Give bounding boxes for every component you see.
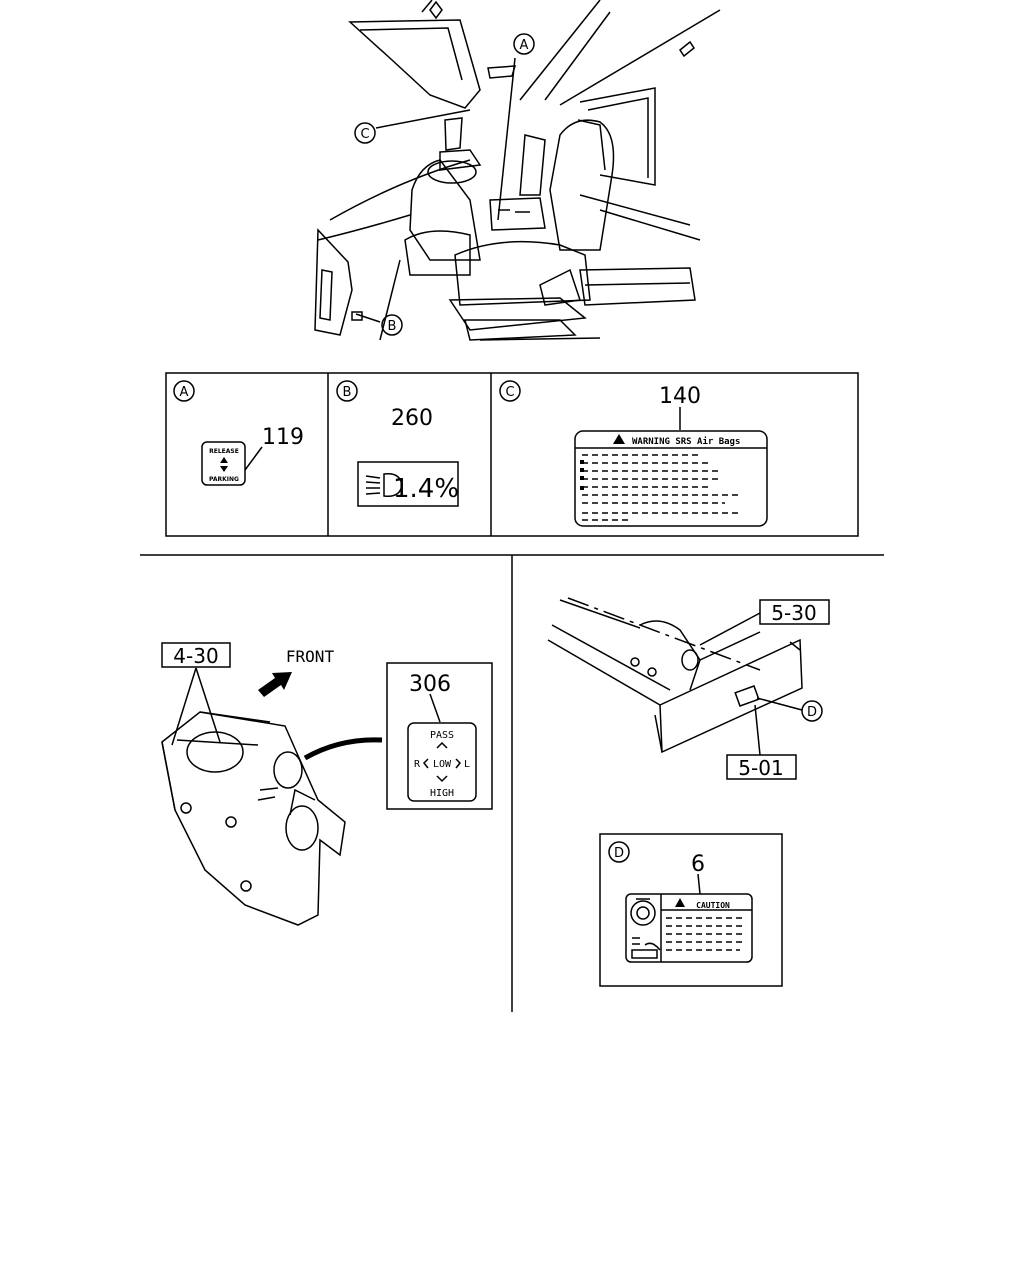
ref-box-5-30 xyxy=(759,599,830,625)
detail-306-part-number: 306 xyxy=(409,672,451,697)
ref-5-30-text: 5-30 xyxy=(771,601,816,625)
r-letter: R xyxy=(414,759,421,770)
panel-c-callout: C xyxy=(505,385,514,400)
panel-d-callout: D xyxy=(614,846,624,861)
pass-text: PASS xyxy=(430,730,454,741)
cab-interior-illustration xyxy=(314,0,721,341)
panel-d: D 6 CAUTION xyxy=(599,833,783,987)
callout-a-text: A xyxy=(520,38,529,53)
caution-label xyxy=(625,893,753,963)
caution-triangle-icon xyxy=(675,898,685,907)
panel-b: B 260 1.4% xyxy=(336,380,459,507)
srs-warning-text: WARNING SRS Air Bags xyxy=(632,436,740,447)
headlamp-level-value: 1.4% xyxy=(393,474,459,504)
panel-c: C 140 WARNING SRS Air Bags xyxy=(499,380,768,527)
bottom-right-section: 5-30 5-01 D xyxy=(547,597,830,780)
panel-b-part-number: 260 xyxy=(391,406,433,431)
front-arrow-icon xyxy=(258,672,292,697)
panel-d-part-number: 6 xyxy=(691,852,705,877)
caution-dial-icon xyxy=(630,898,656,926)
callout-b-text: B xyxy=(388,319,397,334)
dimmer-switch-label xyxy=(407,722,477,802)
label-location-d xyxy=(734,685,760,707)
l-letter: L xyxy=(464,759,470,770)
caution-text-lines xyxy=(666,917,746,951)
callout-a-marker: A xyxy=(513,33,535,55)
panel-a-part-number: 119 xyxy=(262,425,304,450)
callout-b-marker: B xyxy=(381,314,403,336)
bottom-left-section: 4-30 FRONT 306 PASS R xyxy=(161,642,493,926)
arrow-to-detail xyxy=(303,737,383,761)
headlamp-level-label xyxy=(357,461,459,507)
release-parking-label xyxy=(201,441,246,486)
panel-b-callout: B xyxy=(343,385,352,400)
headlamp-icon xyxy=(365,472,403,498)
low-text: LOW xyxy=(433,759,452,770)
label-panels-row xyxy=(165,372,859,537)
caution-text: CAUTION xyxy=(696,901,730,910)
detail-306-box xyxy=(386,662,493,810)
parking-text: PARKING xyxy=(209,476,239,483)
release-text: RELEASE xyxy=(209,448,239,455)
panel-c-part-number: 140 xyxy=(659,384,701,409)
frame-illustration xyxy=(547,597,803,754)
ref-4-30-text: 4-30 xyxy=(173,644,218,668)
up-arrow-icon xyxy=(220,457,228,463)
warning-triangle-icon xyxy=(613,434,625,444)
warning-text-lines xyxy=(582,454,740,521)
ref-box-4-30 xyxy=(161,642,231,668)
panel-a-callout: A xyxy=(180,385,189,400)
callout-d-text: D xyxy=(807,705,817,720)
down-arrow-icon xyxy=(220,466,228,472)
ref-5-01-text: 5-01 xyxy=(738,756,783,780)
callout-c-text: C xyxy=(360,127,369,142)
panel-d-box xyxy=(599,833,783,987)
switch-bracket-illustration xyxy=(161,711,346,926)
panel-a: A 119 RELEASE PARKING xyxy=(173,380,304,486)
srs-warning-label xyxy=(574,430,768,527)
high-text: HIGH xyxy=(430,788,454,799)
callout-c-marker: C xyxy=(354,122,376,144)
front-label: FRONT xyxy=(286,647,335,666)
ref-box-5-01 xyxy=(726,754,797,780)
